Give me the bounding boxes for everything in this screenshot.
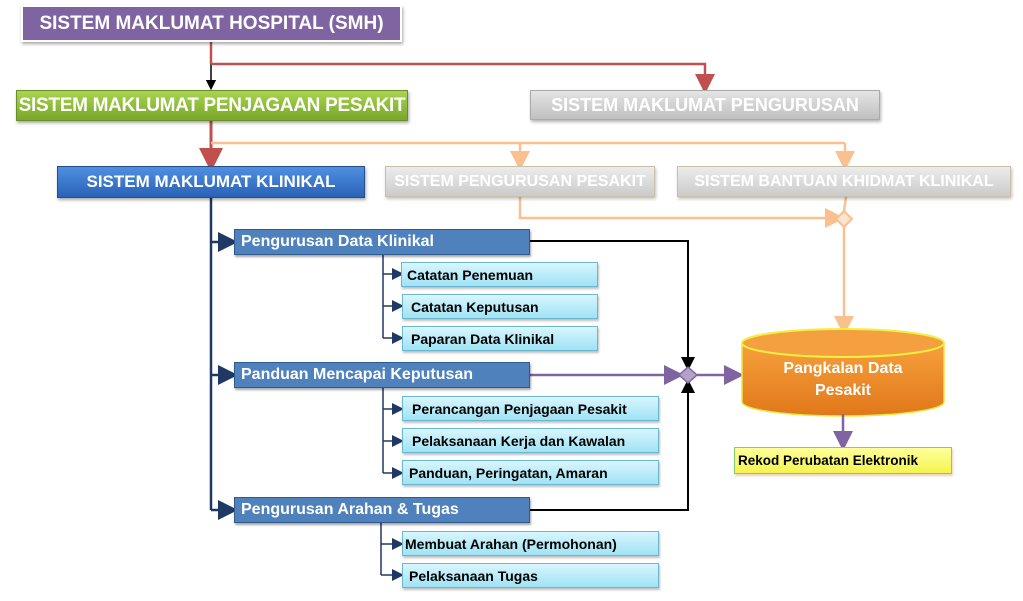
connector-smh-to-smpg [211, 62, 715, 94]
node-sistem-maklumat-pengurusan: SISTEM MAKLUMAT PENGURUSAN [530, 90, 880, 120]
database-label-line1: Pangkalan Data [783, 360, 903, 377]
module-pengurusan-data-klinikal: Pengurusan Data Klinikal [234, 229, 530, 255]
module-pengurusan-arahan-tugas: Pengurusan Arahan & Tugas [234, 497, 530, 523]
database-label-line2: Pesakit [814, 382, 872, 399]
submodule-item: Paparan Data Klinikal [402, 326, 598, 351]
submodule-item: Pelaksanaan Tugas [402, 563, 659, 588]
submodule-item: Pelaksanaan Kerja dan Kawalan [402, 428, 659, 453]
node-sistem-maklumat-klinikal: SISTEM MAKLUMAT KLINIKAL [57, 166, 365, 198]
node-rekod-perubatan-elektronik: Rekod Perubatan Elektronik [734, 447, 952, 474]
submodule-item: Catatan Keputusan [402, 294, 598, 319]
node-sistem-maklumat-hospital: SISTEM MAKLUMAT HOSPITAL (SMH) [21, 5, 402, 42]
database-label: Pangkalan Data Pesakit [742, 358, 944, 402]
submodule-item: Catatan Penemuan [401, 262, 598, 287]
node-sistem-bantuan-khidmat-klinikal: SISTEM BANTUAN KHIDMAT KLINIKAL [677, 166, 1011, 197]
submodule-item: Panduan, Peringatan, Amaran [402, 460, 659, 485]
submodule-item: Membuat Arahan (Permohonan) [402, 531, 659, 556]
junction-purple [677, 365, 699, 385]
connector-sbk-to-junction [842, 196, 848, 212]
junction-orange [834, 209, 854, 229]
node-sistem-maklumat-penjagaan-pesakit: SISTEM MAKLUMAT PENJAGAAN PESAKIT [16, 90, 408, 121]
connector-m1-to-junction [530, 240, 695, 371]
submodule-item: Perancangan Penjagaan Pesakit [402, 396, 659, 421]
database-cylinder [741, 328, 945, 417]
connector-spp-to-junction [518, 197, 845, 228]
module-panduan-mencapai-keputusan: Panduan Mencapai Keputusan [234, 362, 530, 388]
connector-m3-to-junction [530, 379, 695, 511]
node-sistem-pengurusan-pesakit: SISTEM PENGURUSAN PESAKIT [385, 166, 655, 197]
